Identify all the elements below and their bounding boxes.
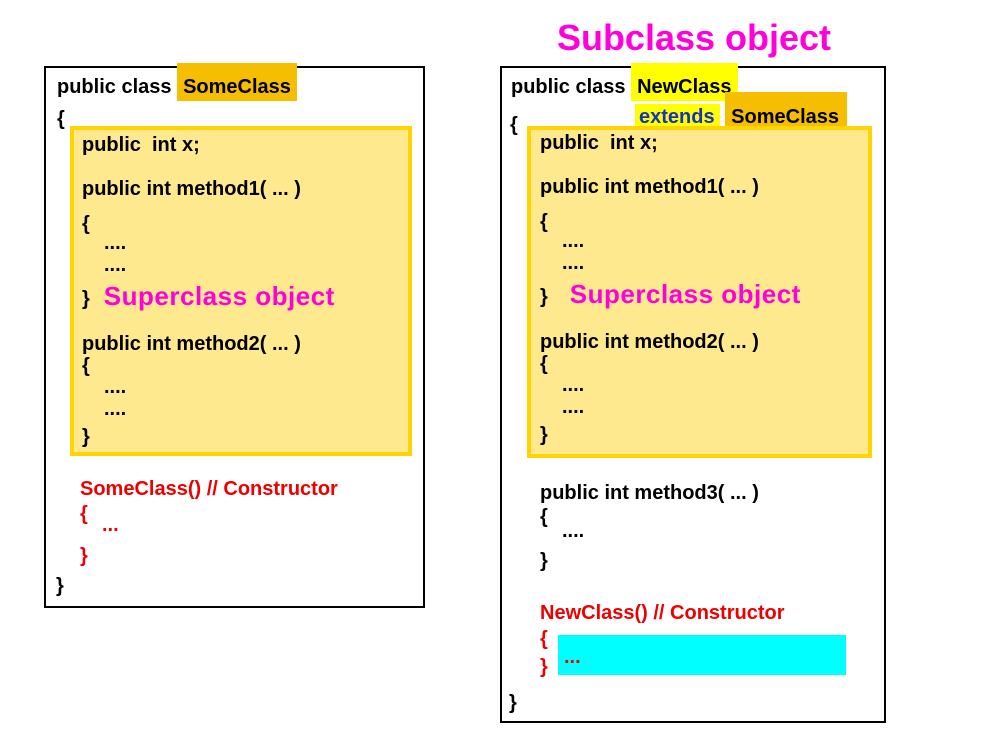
constructor-body-dots: ... (102, 514, 119, 536)
method2-open-brace: { (82, 355, 90, 377)
newclass-name-highlight: NewClass (631, 63, 738, 101)
method1-open-brace: { (540, 211, 548, 233)
inherited-superclass-member-box: public int x; public int method1( ... ) … (527, 126, 872, 458)
keyword-public-class: public class (511, 76, 632, 98)
constructor-close-brace: } (80, 545, 88, 567)
newclass-open-brace: { (510, 114, 518, 136)
newclass-constructor-signature: NewClass() // Constructor (540, 602, 785, 624)
keyword-public-class: public class (57, 76, 178, 98)
superclass-label-row: } Superclass object (540, 281, 801, 308)
method3-signature: public int method3( ... ) (540, 482, 759, 504)
method1-body-dots: .... (562, 230, 585, 252)
field-x-line: public int x; (540, 132, 658, 154)
method2-body-dots: .... (104, 376, 127, 398)
method1-body-dots: .... (562, 252, 585, 274)
superclass-label-row: } Superclass object (82, 283, 335, 310)
constructor-open-brace: { (80, 503, 88, 525)
someclass-open-brace: { (57, 108, 65, 130)
field-x-line: public int x; (82, 134, 200, 156)
method1-close-brace: } (82, 288, 90, 310)
superclass-object-label: Superclass object (103, 281, 335, 311)
superclass-object-label: Superclass object (569, 279, 801, 309)
someclass-panel: public class SomeClass { public int x; p… (44, 63, 425, 608)
method1-open-brace: { (82, 213, 90, 235)
method2-body-dots: .... (562, 396, 585, 418)
method1-body-dots: .... (104, 254, 127, 276)
someclass-name-highlight: SomeClass (177, 63, 297, 101)
method1-signature: public int method1( ... ) (540, 176, 759, 198)
method2-open-brace: { (540, 353, 548, 375)
method2-signature: public int method2( ... ) (82, 333, 301, 355)
newclass-close-brace: } (509, 692, 517, 714)
method2-signature: public int method2( ... ) (540, 331, 759, 353)
method1-signature: public int method1( ... ) (82, 178, 301, 200)
extends-clause: extends SomeClass (635, 92, 847, 133)
method3-open-brace: { (540, 506, 548, 528)
newclass-declaration: public class NewClass (511, 63, 738, 101)
constructor-body-highlight (558, 635, 846, 675)
someclass-close-brace: } (56, 575, 64, 597)
method2-body-dots: .... (562, 374, 585, 396)
method1-close-brace: } (540, 286, 548, 308)
method1-body-dots: .... (104, 232, 127, 254)
method2-body-dots: .... (104, 398, 127, 420)
superclass-member-box: public int x; public int method1( ... ) … (70, 126, 412, 456)
method2-close-brace: } (82, 426, 90, 448)
method2-close-brace: } (540, 424, 548, 446)
constructor-close-brace: } (540, 656, 548, 678)
someclass-constructor-signature: SomeClass() // Constructor (80, 478, 338, 500)
constructor-body-dots: ... (564, 646, 581, 668)
method3-close-brace: } (540, 550, 548, 572)
constructor-open-brace: { (540, 628, 548, 650)
method3-body-dots: .... (562, 520, 585, 542)
slide-title: Subclass object (556, 17, 832, 58)
someclass-declaration: public class SomeClass (57, 63, 297, 101)
extends-keyword-highlight: extends (635, 104, 720, 130)
newclass-panel: public class NewClass extends SomeClass … (500, 63, 886, 723)
